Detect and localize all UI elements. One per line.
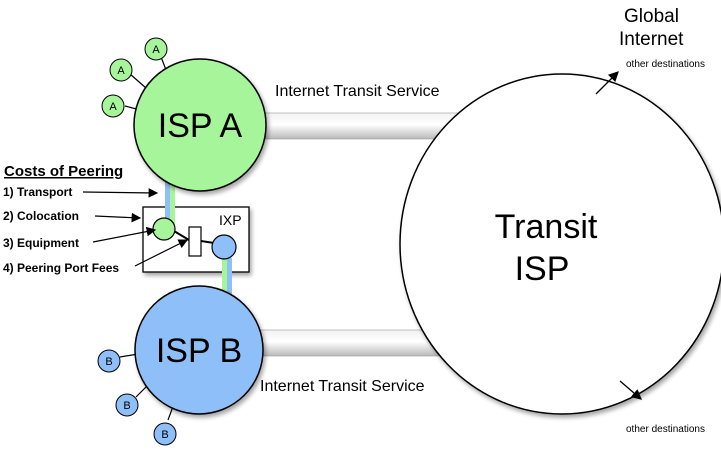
ixp-switch [188,226,202,257]
cost-arrow-transport [82,188,159,198]
isp-a-label: ISP A [158,107,243,145]
ixp-link-2 [200,240,215,244]
node-b-1-label: B [105,356,112,368]
other-destinations-top: other destinations [626,59,705,70]
cost-arrow-colocation [94,212,142,223]
transit-pipe-top [254,112,461,140]
node-a-1-label: A [152,44,160,56]
node-a-3-label: A [109,101,117,113]
transit-isp-label-2: ISP [515,250,570,288]
cost-2: 2) Colocation [3,209,79,223]
node-a-3 [101,94,125,118]
node-b-2 [115,393,139,417]
cost-arrow-equipment [92,226,157,243]
costs-title: Costs of Peering [4,163,123,180]
transit-isp-circle [399,73,721,415]
isp-b-label: ISP B [156,332,242,370]
node-b-1 [97,349,121,373]
link-b-blue [227,258,232,310]
ixp-router-a [152,217,176,241]
link-a-green [170,168,175,228]
link-b-green [222,258,227,310]
cost-arrow-port-fees [134,239,189,267]
transit-service-top: Internet Transit Service [275,83,440,100]
node-b-3-label: B [161,429,168,441]
transit-pipe-bottom [249,329,451,357]
global-title-1: Global [624,6,679,27]
arrow-up-right [595,71,619,95]
global-title-2: Internet [619,29,684,50]
spoke-a2 [129,73,147,89]
transit-isp-label-1: Transit [495,208,598,246]
node-a-2 [109,58,133,82]
transit-service-bottom: Internet Transit Service [260,378,425,395]
ixp-label: IXP [219,212,242,228]
isp-a-circle [133,58,267,192]
ixp-router-b [211,234,237,260]
ixp-link-1 [173,230,190,241]
arrow-down-right [619,380,642,400]
node-b-3 [153,422,177,446]
link-a-blue [165,168,170,228]
cost-1: 1) Transport [3,185,72,199]
node-a-1 [144,37,168,61]
other-destinations-bottom: other destinations [626,424,705,435]
node-a-2-label: A [117,65,125,77]
cost-3: 3) Equipment [3,236,79,250]
isp-b-circle [134,285,264,415]
node-b-2-label: B [123,400,130,412]
cost-4: 4) Peering Port Fees [3,261,119,275]
